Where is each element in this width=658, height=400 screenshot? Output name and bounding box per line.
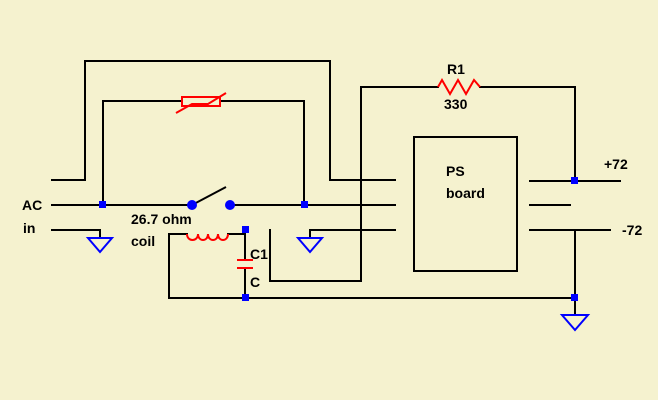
wire-thermistor-loop [102,100,305,206]
r1-value-label: 330 [444,96,468,112]
c-label: C [250,274,260,290]
junction-node [571,294,578,301]
ps-board-label-line1: PS [446,163,465,179]
resistor-icon [437,77,481,97]
plus72-label: +72 [604,156,628,172]
ground-icon [85,237,115,254]
inductor-icon [186,233,229,241]
junction-node [242,294,249,301]
ps-board-label-line2: board [446,185,485,201]
wire-r1 [269,86,576,282]
capacitor-icon [237,259,253,269]
thermistor-icon [175,92,227,114]
junction-node [571,177,578,184]
r1-label: R1 [447,61,465,77]
coil-label: coil [131,233,155,249]
junction-node [99,201,106,208]
ground-icon [559,314,591,332]
junction-nodes [99,177,578,301]
junction-node [301,201,308,208]
in-label: in [23,220,35,236]
coil-value-label: 26.7 ohm [131,211,192,227]
wire-ground-ps [309,229,396,239]
wire-coil-right [227,233,246,259]
c1-label: C1 [250,246,268,262]
junction-node [242,226,249,233]
ground-icon [295,237,325,254]
minus72-label: -72 [622,222,642,238]
ps-board-box [413,136,518,272]
ac-label: AC [22,197,42,213]
wire-neutral [51,229,101,239]
wire-minus72 [529,229,611,299]
switch-icon [187,186,235,210]
wires [51,60,621,316]
wire-top-loop [51,60,396,181]
wire-coil-bottom [168,233,576,299]
